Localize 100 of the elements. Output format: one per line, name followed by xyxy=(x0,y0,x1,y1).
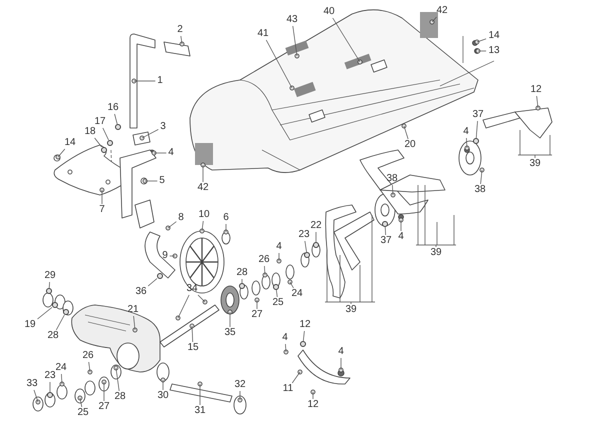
leader-line xyxy=(476,120,478,138)
callout-number: 39 xyxy=(345,305,357,315)
callout-number: 28 xyxy=(114,392,126,402)
leader-line xyxy=(134,80,156,82)
callout-number: 28 xyxy=(47,331,59,341)
leader-line xyxy=(292,372,300,384)
leader-line xyxy=(180,36,182,44)
callout-number: 4 xyxy=(168,148,174,158)
small-part xyxy=(115,124,121,130)
leader-line xyxy=(148,278,158,286)
callout-number: 5 xyxy=(159,176,165,186)
callout-number: 26 xyxy=(82,351,94,361)
leader-line xyxy=(94,138,102,148)
callout-number: 24 xyxy=(291,289,303,299)
leader-line xyxy=(480,170,482,184)
small-part xyxy=(239,283,245,289)
callout-number: 4 xyxy=(276,242,282,252)
callout-number: 4 xyxy=(398,232,404,242)
small-part xyxy=(157,273,163,279)
leader-line xyxy=(478,50,486,52)
callout-number: 27 xyxy=(98,402,110,412)
callout-number: 37 xyxy=(472,110,484,120)
leader-line xyxy=(256,300,258,310)
callout-number: 21 xyxy=(127,305,139,315)
callout-number: 33 xyxy=(26,379,38,389)
leader-line xyxy=(266,40,292,88)
callout-number: 31 xyxy=(194,406,206,416)
leader-line xyxy=(536,96,538,108)
leader-line xyxy=(48,282,50,288)
callout-number: 14 xyxy=(488,31,500,41)
callout-number: 24 xyxy=(55,363,67,373)
leader-line xyxy=(400,220,402,232)
leader-line xyxy=(142,129,159,138)
leader-line xyxy=(292,26,298,56)
leader-line xyxy=(264,266,266,276)
callout-number: 8 xyxy=(178,213,184,223)
leader-line xyxy=(384,226,386,236)
callout-number: 23 xyxy=(44,371,56,381)
leader-line xyxy=(61,374,62,384)
callout-number: 40 xyxy=(323,7,335,17)
callout-number: 12 xyxy=(307,400,319,410)
callout-number: 22 xyxy=(310,221,322,231)
leader-line xyxy=(58,148,66,158)
callout-number: 16 xyxy=(107,103,119,113)
callout-number: 12 xyxy=(530,85,542,95)
callout-number: 43 xyxy=(286,15,298,25)
small-part xyxy=(313,242,319,248)
callout-number: 10 xyxy=(198,210,210,220)
leader-line xyxy=(278,252,280,262)
leader-line xyxy=(162,380,164,390)
leader-line xyxy=(37,307,52,320)
leader-line xyxy=(276,290,278,298)
leader-line xyxy=(56,314,65,330)
callout-number: 42 xyxy=(436,6,448,16)
leader-line xyxy=(102,128,109,140)
leader-line xyxy=(178,294,190,318)
small-part xyxy=(473,138,479,144)
leader-line xyxy=(192,326,194,342)
callout-number: 37 xyxy=(380,236,392,246)
leader-line xyxy=(34,390,38,402)
callout-number: 35 xyxy=(224,328,236,338)
callout-number: 19 xyxy=(24,320,36,330)
callout-number: 36 xyxy=(135,287,147,297)
callout-number: 32 xyxy=(234,380,246,390)
small-part xyxy=(52,302,58,308)
leader-line xyxy=(198,294,206,302)
callout-number: 1 xyxy=(157,76,163,86)
callout-number: 4 xyxy=(338,347,344,357)
callout-number: 11 xyxy=(282,384,294,394)
callout-number: 41 xyxy=(257,29,269,39)
callout-number: 13 xyxy=(488,46,500,56)
leader-line xyxy=(332,18,360,62)
callout-number: 20 xyxy=(404,140,416,150)
leader-line xyxy=(202,220,204,232)
small-part xyxy=(47,392,53,398)
callout-number: 39 xyxy=(529,159,541,169)
callout-number: 14 xyxy=(64,138,76,148)
callout-number: 25 xyxy=(272,298,284,308)
callout-number: 29 xyxy=(44,271,56,281)
callout-number: 42 xyxy=(197,183,209,193)
leader-line xyxy=(392,184,394,196)
leader-line xyxy=(114,114,118,124)
leader-line xyxy=(80,398,82,408)
leader-line xyxy=(302,330,305,342)
leader-line xyxy=(304,240,307,252)
leader-line xyxy=(88,362,90,372)
callout-number: 4 xyxy=(282,333,288,343)
leader-line xyxy=(116,368,120,392)
small-part xyxy=(107,140,113,146)
leader-line xyxy=(168,221,177,228)
leader-line xyxy=(285,344,286,352)
leader-line xyxy=(154,152,167,154)
callout-number: 28 xyxy=(236,268,248,278)
callout-number: 38 xyxy=(386,174,398,184)
callout-number: 15 xyxy=(187,343,199,353)
callout-number: 3 xyxy=(160,122,166,132)
callout-number: 17 xyxy=(94,117,106,127)
leader-line xyxy=(340,358,342,370)
callout-number: 9 xyxy=(162,251,168,261)
callout-number: 38 xyxy=(474,185,486,195)
